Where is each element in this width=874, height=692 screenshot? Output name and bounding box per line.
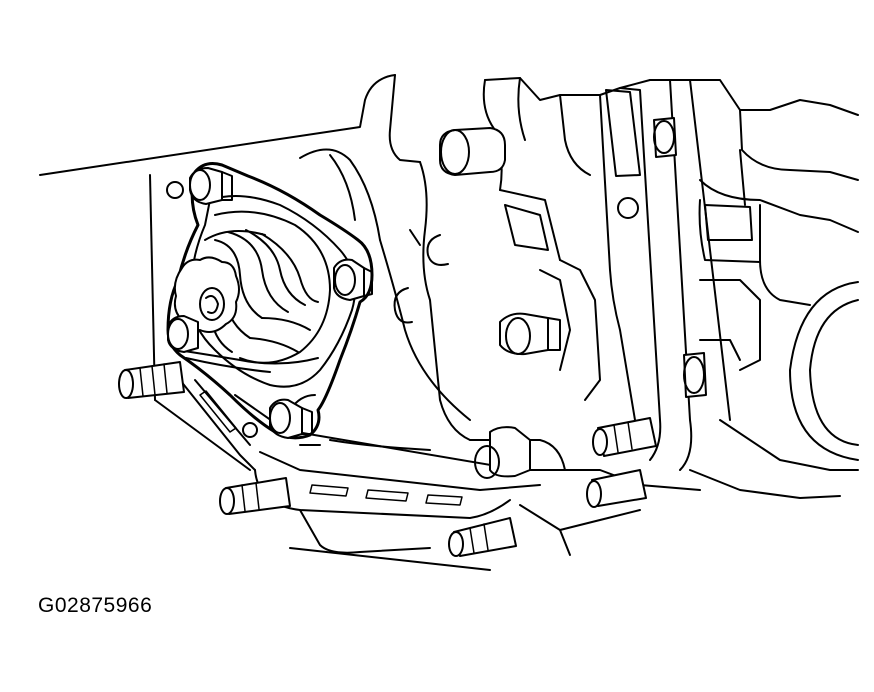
pump-bolt-left [167,315,199,353]
stud-right [592,417,657,457]
engine-block-outline [39,74,859,571]
stud-left [118,361,185,399]
casting-holes [166,181,639,438]
figure-id-label: G02875966 [38,594,153,617]
lower-edge-lines [299,439,431,451]
bolt-right-lower [683,352,707,398]
bolt-center [499,312,561,356]
stud-right-lower [586,469,647,508]
water-pump [166,162,374,440]
bolt-right-upper [653,117,677,158]
stud-lower-left [219,477,291,515]
pump-bolt-right [333,258,373,301]
bolt-lower-center [474,426,531,479]
pump-bolt-bottom [269,398,313,439]
upper-boss [439,127,506,176]
pump-bolt-top [189,167,233,205]
stud-lower-center [448,517,517,557]
